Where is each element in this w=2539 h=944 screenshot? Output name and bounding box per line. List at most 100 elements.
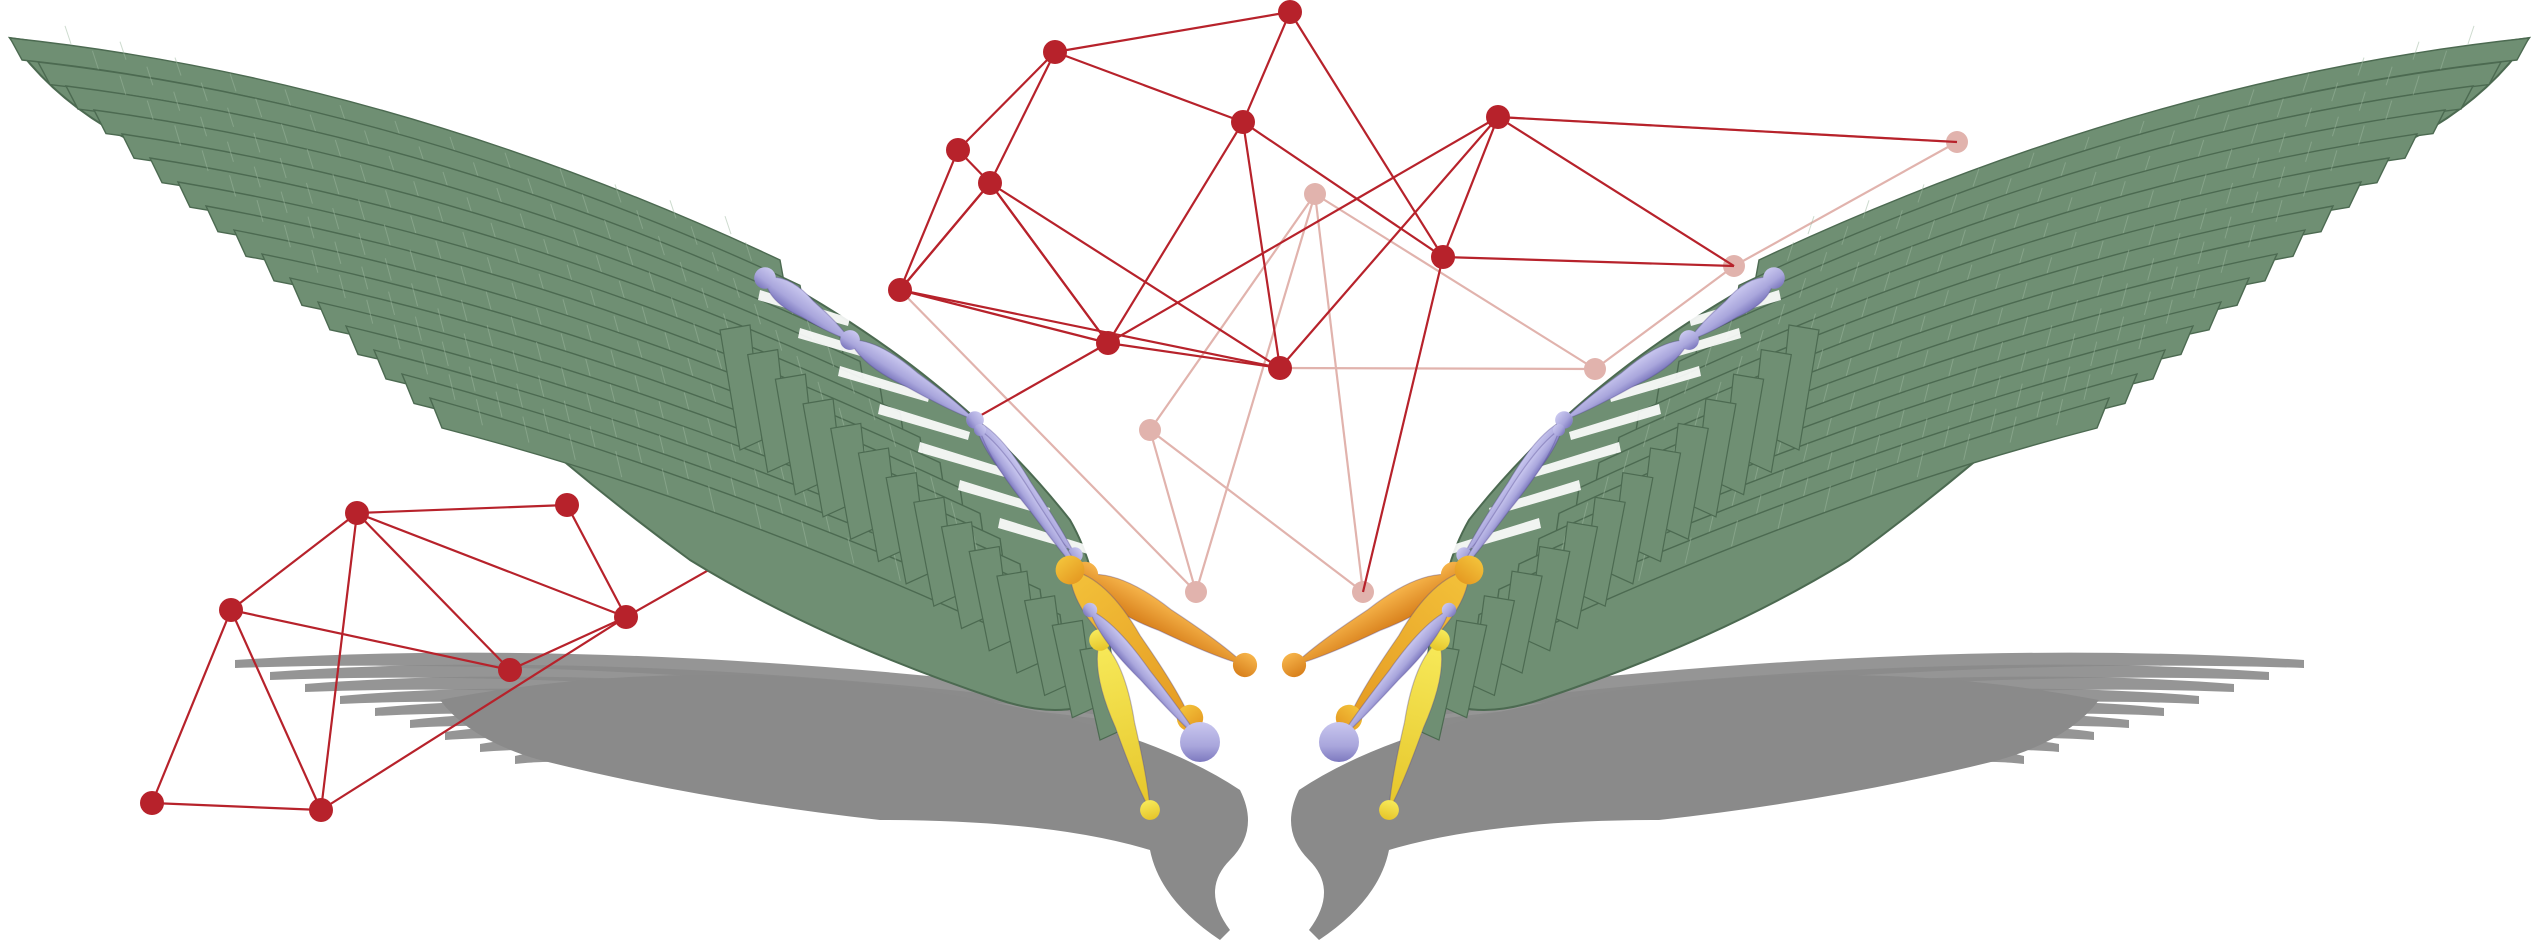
feather-barb	[1927, 219, 1935, 240]
feather-barb	[64, 25, 72, 45]
feather-barb	[754, 303, 762, 325]
wing-gap	[878, 404, 970, 440]
feather-barb	[2199, 174, 2207, 195]
node-graph-front	[140, 0, 1510, 822]
graph-node	[1278, 0, 1302, 24]
feather-barb	[174, 125, 182, 146]
feather-barb	[2197, 241, 2205, 265]
feather-barb	[1807, 215, 1815, 235]
feather-barb	[414, 316, 422, 341]
feather-barb	[679, 261, 687, 282]
feather-barb	[1874, 235, 1882, 256]
graph-node	[1231, 110, 1255, 134]
feather-barb	[512, 350, 520, 375]
feather-barb	[2170, 266, 2178, 290]
shadow-left	[235, 652, 1248, 940]
feather-barb	[2120, 283, 2128, 307]
feather-barb	[2147, 258, 2155, 281]
feather-barb	[2045, 325, 2053, 349]
feather-barb	[421, 349, 429, 375]
feather-barb	[2224, 216, 2232, 239]
feather-barb	[2042, 358, 2050, 384]
feather-barb	[950, 502, 958, 527]
wing-gap	[958, 480, 1050, 516]
feather-barb	[2248, 224, 2256, 248]
graph-edge	[1242, 121, 1444, 258]
feather-barb	[366, 299, 374, 324]
right-wing-skeleton	[1281, 267, 1785, 820]
feather-barb	[626, 245, 634, 266]
bone-knob	[1319, 722, 1359, 762]
feather-barb	[1838, 322, 1846, 345]
feather-barb	[2305, 141, 2313, 162]
feather-barb	[1841, 226, 1849, 245]
feather-barb	[1942, 425, 1950, 452]
feather-barb	[1820, 252, 1828, 272]
graph-edge	[356, 512, 511, 671]
feather-barb	[563, 400, 571, 426]
graph-node	[1139, 419, 1161, 441]
feather-barb	[1870, 468, 1878, 495]
feather-barb	[1972, 168, 1980, 187]
feather-barb	[1799, 277, 1807, 298]
feather-barb	[889, 424, 897, 447]
graph-edge	[151, 801, 322, 812]
feather-barb	[1916, 451, 1924, 478]
feather-barb	[2146, 190, 2154, 211]
feather-barb	[388, 291, 396, 316]
graph-edge	[1361, 256, 1445, 593]
feather-barb	[2275, 199, 2283, 222]
feather-barb	[384, 258, 392, 281]
feather-barb	[280, 123, 288, 144]
feather-barb	[542, 408, 550, 435]
feather-barb	[711, 252, 719, 272]
graph-node	[1431, 245, 1455, 269]
feather-barb	[604, 219, 612, 240]
feather-barb	[2331, 116, 2339, 137]
graph-node	[614, 605, 638, 629]
feather-barb	[2385, 100, 2393, 121]
feather-barb	[2251, 191, 2259, 213]
feather-barb	[1963, 433, 1971, 460]
wing-feathers-left	[7, 25, 1123, 741]
graph-edge	[1054, 50, 1244, 124]
feather-barb	[715, 348, 723, 371]
feather-barb	[2009, 416, 2017, 443]
graph-edge	[899, 288, 1281, 370]
graph-edge	[1314, 193, 1596, 370]
feather-barb	[559, 168, 567, 187]
feather-barb	[334, 241, 342, 265]
graph-edge	[1148, 429, 1198, 593]
wing-feathers-right	[1416, 25, 2532, 741]
feather-barb	[581, 194, 589, 214]
feather-barb	[306, 148, 314, 169]
graph-edge	[957, 51, 1056, 151]
feather-barb	[361, 266, 369, 290]
feather-barb	[411, 283, 419, 307]
graph-edge	[899, 289, 1197, 593]
graph-edge	[899, 182, 991, 291]
feather-barb	[280, 191, 288, 213]
feather-barb	[283, 224, 291, 248]
graph-edge	[898, 149, 960, 291]
wing-gap	[918, 442, 1010, 478]
feather-barb	[226, 141, 234, 162]
graph-edge	[320, 616, 627, 811]
feather-barb	[279, 157, 287, 179]
graph-edge	[1054, 10, 1291, 54]
feather-barb	[2063, 366, 2071, 392]
graph-edge	[989, 51, 1056, 184]
feather-barb	[754, 502, 762, 530]
feather-barb	[475, 399, 483, 426]
left-wing	[7, 25, 1123, 741]
feather-barb	[2027, 152, 2035, 171]
feather-barb	[358, 233, 366, 256]
feather-barb	[1830, 287, 1838, 309]
feather-barb	[909, 450, 917, 474]
feather-barb	[648, 271, 656, 292]
graph-edge	[1441, 116, 1500, 258]
wing-gap	[1529, 442, 1621, 478]
graph-edge	[230, 608, 511, 672]
feather-barb	[448, 374, 456, 400]
feather-barb	[1731, 520, 1739, 547]
